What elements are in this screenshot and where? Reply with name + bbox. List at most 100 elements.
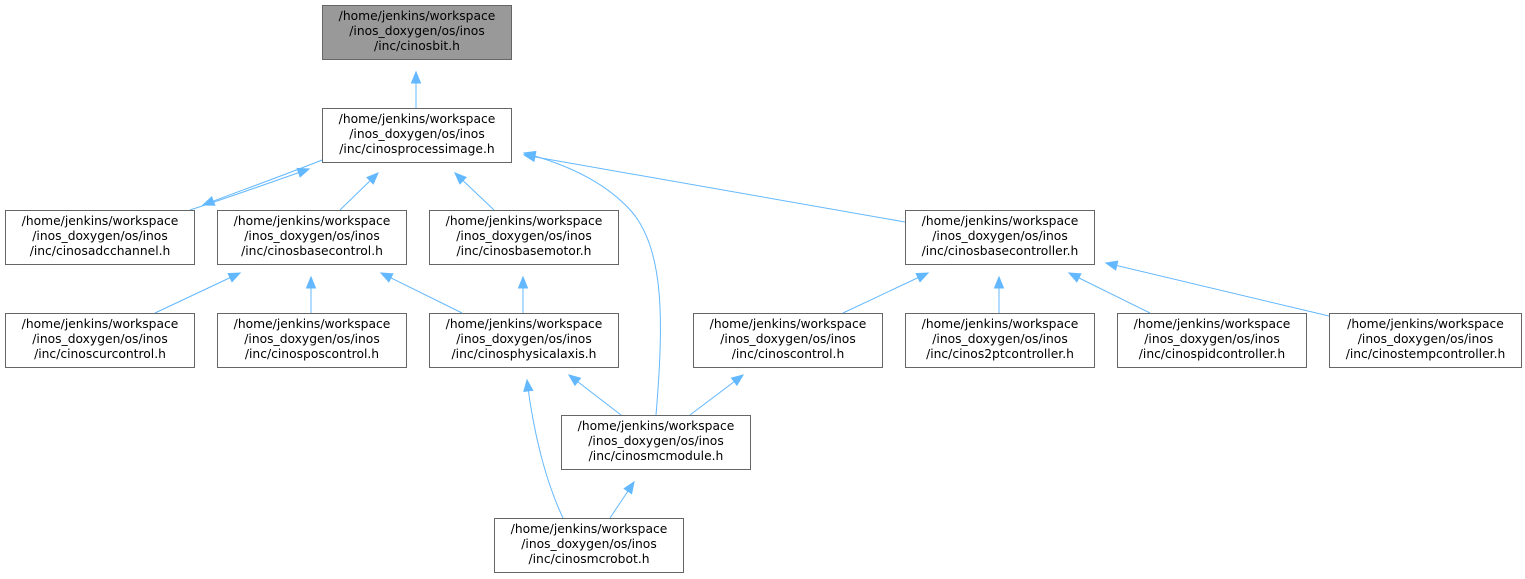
edge-cinoscontrol-to-cinosbasecontroller	[842, 272, 930, 314]
node-label-line: /home/jenkins/workspace	[446, 317, 603, 331]
node-box	[1117, 313, 1307, 368]
arrowhead	[993, 275, 1005, 289]
edges-layer	[154, 70, 1330, 519]
node-label-line: /home/jenkins/workspace	[578, 419, 735, 433]
node-label-line: /inos_doxygen/os/inos	[1144, 332, 1279, 346]
node-label-line: /inc/cinoscurcontrol.h	[34, 347, 166, 361]
node-label-line: /inos_doxygen/os/inos	[932, 229, 1067, 243]
arrowhead	[623, 480, 635, 495]
node-cinosprocessimage[interactable]: /home/jenkins/workspace/inos_doxygen/os/…	[322, 108, 512, 163]
arrowhead	[305, 275, 317, 289]
node-cinospidcontroller[interactable]: /home/jenkins/workspace/inos_doxygen/os/…	[1117, 313, 1307, 368]
node-box	[1329, 313, 1522, 368]
edge-cinosbasecontrol-to-cinosprocessimage	[339, 172, 379, 211]
edge-cinospidcontroller-to-cinosbasecontroller	[1067, 272, 1151, 314]
edge-cinosposcontrol-to-cinosbasecontrol	[305, 275, 317, 313]
node-label-line: /inc/cinosmcrobot.h	[528, 552, 649, 566]
node-label-line: /inc/cinospidcontroller.h	[1139, 347, 1285, 361]
arrowhead	[379, 272, 394, 283]
node-label-line: /inos_doxygen/os/inos	[32, 332, 167, 346]
edge-cinostempcontroller-to-cinosbasecontroller	[1104, 260, 1330, 317]
node-box	[5, 210, 195, 265]
node-cinostempcontroller[interactable]: /home/jenkins/workspace/inos_doxygen/os/…	[1329, 313, 1522, 368]
node-cinosmcmodule[interactable]: /home/jenkins/workspace/inos_doxygen/os/…	[561, 415, 751, 470]
node-label-line: /home/jenkins/workspace	[446, 214, 603, 228]
node-cinos2ptcontroller[interactable]: /home/jenkins/workspace/inos_doxygen/os/…	[905, 313, 1095, 368]
node-label-line: /inos_doxygen/os/inos	[244, 229, 379, 243]
node-box	[905, 210, 1095, 265]
arrowhead	[366, 172, 379, 185]
node-label-line: /inos_doxygen/os/inos	[244, 332, 379, 346]
arrowhead	[410, 70, 422, 84]
node-cinoscurcontrol[interactable]: /home/jenkins/workspace/inos_doxygen/os/…	[5, 313, 195, 368]
arrowhead	[296, 167, 311, 178]
node-label-line: /home/jenkins/workspace	[339, 112, 496, 126]
node-cinoscontrol[interactable]: /home/jenkins/workspace/inos_doxygen/os/…	[693, 313, 883, 368]
edge-cinosmcrobot-to-cinosmcmodule	[609, 480, 635, 519]
node-label-line: /inos_doxygen/os/inos	[456, 229, 591, 243]
node-box	[217, 313, 407, 368]
node-label-line: /home/jenkins/workspace	[1134, 317, 1291, 331]
arrowhead	[1067, 272, 1082, 283]
node-box	[217, 210, 407, 265]
arrowhead	[915, 272, 930, 283]
arrowhead	[227, 272, 242, 283]
edge-cinosprocessimage-to-cinosadcchannel	[201, 159, 323, 206]
node-label-line: /inc/cinosadcchannel.h	[30, 244, 171, 258]
arrowhead	[523, 378, 534, 393]
node-cinosphysicalaxis[interactable]: /home/jenkins/workspace/inos_doxygen/os/…	[429, 313, 619, 368]
arrowhead	[1104, 260, 1119, 271]
node-label-line: /inos_doxygen/os/inos	[349, 127, 484, 141]
arrowhead	[522, 150, 537, 161]
node-label-line: /home/jenkins/workspace	[22, 317, 179, 331]
node-label-line: /home/jenkins/workspace	[710, 317, 867, 331]
node-box	[693, 313, 883, 368]
node-label-line: /home/jenkins/workspace	[234, 214, 391, 228]
nodes-layer: /home/jenkins/workspace/inos_doxygen/os/…	[5, 5, 1522, 573]
node-box	[905, 313, 1095, 368]
node-label-line: /inc/cinosbasecontroller.h	[922, 244, 1079, 258]
edge-cinosmcmodule-to-cinosphysicalaxis	[567, 374, 622, 416]
edge-cinosbasemotor-to-cinosprocessimage	[454, 172, 495, 211]
node-box	[494, 518, 684, 573]
node-label-line: /home/jenkins/workspace	[922, 214, 1079, 228]
node-box	[429, 313, 619, 368]
edge-cinosmcmodule-to-cinoscontrol	[689, 374, 745, 416]
arrowhead	[730, 374, 745, 387]
node-cinosbasecontroller[interactable]: /home/jenkins/workspace/inos_doxygen/os/…	[905, 210, 1095, 265]
node-label-line: /inos_doxygen/os/inos	[720, 332, 855, 346]
edge-cinosphysicalaxis-to-cinosbasemotor	[517, 275, 529, 313]
node-label-line: /home/jenkins/workspace	[22, 214, 179, 228]
node-label-line: /inc/cinoscontrol.h	[732, 347, 845, 361]
node-label-line: /inc/cinostempcontroller.h	[1346, 347, 1506, 361]
node-cinosmcrobot[interactable]: /home/jenkins/workspace/inos_doxygen/os/…	[494, 518, 684, 573]
node-label-line: /inos_doxygen/os/inos	[521, 537, 656, 551]
node-label-line: /home/jenkins/workspace	[339, 9, 496, 23]
node-cinosbit[interactable]: /home/jenkins/workspace/inos_doxygen/os/…	[322, 5, 512, 60]
node-cinosadcchannel[interactable]: /home/jenkins/workspace/inos_doxygen/os/…	[5, 210, 195, 265]
arrowhead	[201, 195, 216, 206]
node-label-line: /home/jenkins/workspace	[1347, 317, 1504, 331]
node-label-line: /inos_doxygen/os/inos	[456, 332, 591, 346]
node-label-line: /inc/cinos2ptcontroller.h	[926, 347, 1074, 361]
edge-cinosphysicalaxis-to-cinosbasecontrol	[379, 272, 463, 314]
edge-cinos2ptcontroller-to-cinosbasecontroller	[993, 275, 1005, 313]
node-cinosbasecontrol[interactable]: /home/jenkins/workspace/inos_doxygen/os/…	[217, 210, 407, 265]
edge-cinosmcmodule-to-cinosprocessimage	[522, 150, 661, 416]
arrowhead	[454, 172, 467, 185]
node-label-line: /inos_doxygen/os/inos	[932, 332, 1067, 346]
node-cinosbasemotor[interactable]: /home/jenkins/workspace/inos_doxygen/os/…	[429, 210, 619, 265]
node-label-line: /inc/cinosmcmodule.h	[589, 449, 724, 463]
node-box	[429, 210, 619, 265]
node-box	[561, 415, 751, 470]
node-label-line: /home/jenkins/workspace	[234, 317, 391, 331]
edge-cinosprocessimage-to-cinosbit	[410, 70, 422, 108]
node-label-line: /home/jenkins/workspace	[922, 317, 1079, 331]
arrowhead	[517, 275, 529, 289]
edge-cinosadcchannel-to-cinosprocessimage	[189, 167, 311, 211]
node-label-line: /inos_doxygen/os/inos	[1358, 332, 1493, 346]
node-cinosposcontrol[interactable]: /home/jenkins/workspace/inos_doxygen/os/…	[217, 313, 407, 368]
node-label-line: /inc/cinosbasecontrol.h	[241, 244, 383, 258]
node-box	[322, 108, 512, 163]
